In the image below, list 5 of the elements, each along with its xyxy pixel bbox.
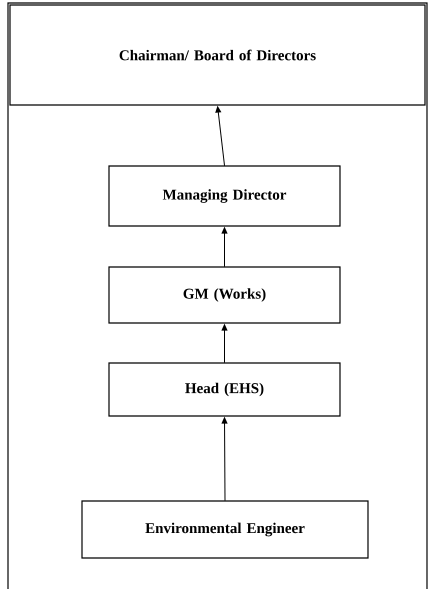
process-box: Managing Director: [108, 165, 341, 227]
top-box: Chairman/ Board of Directors: [9, 4, 426, 106]
process-box: Environmental Engineer: [81, 500, 369, 559]
process-box: Head (EHS): [108, 362, 341, 417]
process-box: GM (Works): [108, 266, 341, 324]
